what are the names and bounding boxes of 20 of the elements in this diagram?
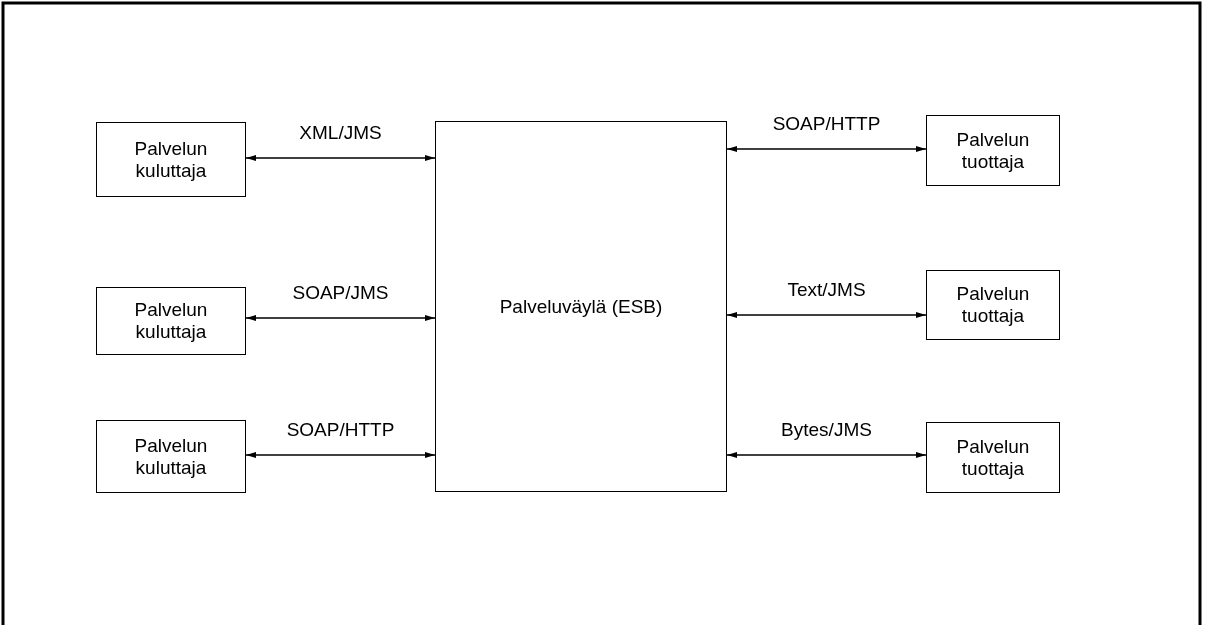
service-box bbox=[96, 287, 246, 355]
node-text: Palvelun tuottaja bbox=[955, 128, 1031, 173]
service-box bbox=[96, 420, 246, 493]
service-box bbox=[926, 422, 1060, 493]
node-text: Palvelun kuluttaja bbox=[133, 299, 209, 343]
node-text: Palvelun kuluttaja bbox=[133, 434, 209, 479]
service-bus-box bbox=[435, 121, 727, 492]
node-text: Palvelun kuluttaja bbox=[133, 137, 209, 182]
node-text: Palvelun tuottaja bbox=[955, 283, 1031, 327]
double-arrow bbox=[726, 452, 927, 458]
service-box bbox=[96, 122, 246, 197]
double-arrow bbox=[726, 146, 927, 152]
service-box bbox=[926, 270, 1060, 340]
node-text: Palveluväylä (ESB) bbox=[499, 294, 663, 319]
double-arrow bbox=[245, 155, 436, 161]
double-arrow bbox=[245, 452, 436, 458]
double-arrow bbox=[245, 315, 436, 321]
double-arrow bbox=[726, 312, 927, 318]
service-box bbox=[926, 115, 1060, 186]
node-text: Palvelun tuottaja bbox=[955, 435, 1031, 480]
